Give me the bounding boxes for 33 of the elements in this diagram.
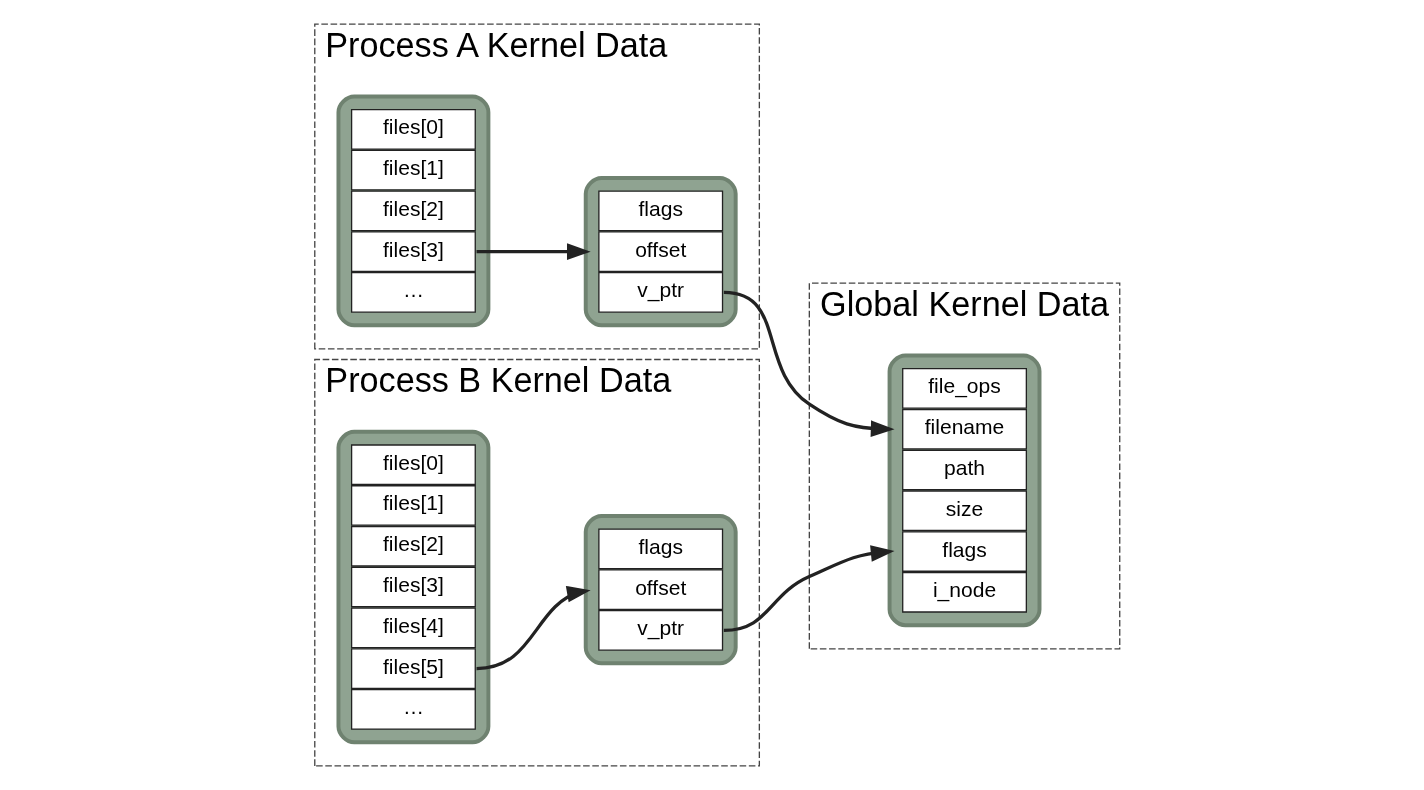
node-box: … <box>350 272 476 313</box>
cluster <box>583 176 738 328</box>
node-box: files[1] <box>350 485 476 526</box>
node-box: path <box>902 449 1027 491</box>
arrow <box>723 290 895 437</box>
node-box: files[1] <box>350 149 476 191</box>
node-box: flags <box>598 528 724 570</box>
node-box: … <box>350 688 476 730</box>
node-box: size <box>902 490 1027 532</box>
node-box: v_ptr <box>598 272 724 313</box>
node-box: file_ops <box>902 368 1027 409</box>
cluster <box>336 94 491 328</box>
cluster <box>583 514 738 666</box>
cluster <box>887 353 1042 628</box>
arrow <box>723 545 895 633</box>
node-box: i_node <box>902 571 1027 613</box>
node-box: files[4] <box>350 607 476 649</box>
node-box: files[3] <box>350 566 476 608</box>
cluster <box>336 429 491 745</box>
node-box: offset <box>598 569 724 611</box>
node-box: files[5] <box>350 648 476 689</box>
node-box: flags <box>598 190 724 232</box>
node-box: files[3] <box>350 231 476 273</box>
node-box: files[0] <box>350 108 476 150</box>
node-box: flags <box>902 531 1027 572</box>
arrow <box>476 585 591 671</box>
node-box: filename <box>902 408 1027 450</box>
arrow <box>476 243 591 260</box>
node-box: v_ptr <box>598 610 724 651</box>
node-box: files[2] <box>350 525 476 567</box>
node-box: files[0] <box>350 444 476 486</box>
node-box: files[2] <box>350 190 476 232</box>
node-box: offset <box>598 231 724 273</box>
